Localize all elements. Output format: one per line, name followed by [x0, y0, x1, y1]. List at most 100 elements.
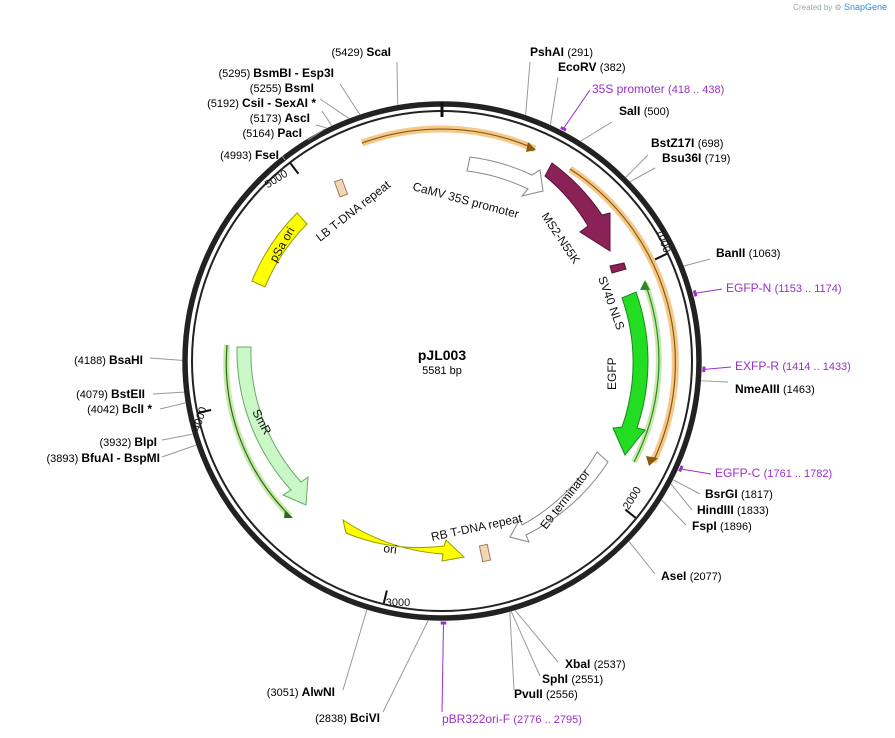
site-pshai-text: PshAI (291) — [530, 45, 593, 59]
site-sali-name: SalI — [619, 104, 644, 118]
feature-psa-ori[interactable] — [251, 212, 308, 288]
site-asei[interactable]: AseI (2077) — [661, 569, 721, 583]
feature-lb-tdna-repeat[interactable] — [333, 178, 349, 198]
label-e9-terminator: E9 terminator — [537, 466, 592, 531]
site-bcivi[interactable]: (2838) BciVI — [315, 711, 380, 725]
leader-sphi — [510, 611, 541, 677]
primer-exfp-r[interactable]: EXFP-R (1414 .. 1433) — [735, 359, 851, 373]
site-csii-name2: SexAI * — [275, 96, 317, 110]
feature-smr[interactable] — [236, 346, 309, 506]
tick-label-1000: 1000 — [653, 227, 673, 254]
site-xbai-name: XbaI — [565, 657, 594, 671]
leader-bsrgi — [673, 479, 701, 495]
site-hindiii-text: HindIII (1833) — [697, 503, 769, 517]
site-bsrgi-text: BsrGI (1817) — [705, 487, 773, 501]
site-asei-text: AseI (2077) — [661, 569, 721, 583]
feature-camv-35s-promoter[interactable] — [466, 156, 544, 197]
site-alwni[interactable]: (3051) AlwNI — [267, 685, 335, 699]
primer-35s-promoter-primer-name: 35S promoter — [592, 82, 668, 96]
svg-text:EGFP-C (1761 .. 1782): EGFP-C (1761 .. 1782) — [715, 466, 832, 480]
site-nmeaiii[interactable]: NmeAIII (1463) — [735, 382, 815, 396]
site-ecorv[interactable]: EcoRV (382) — [558, 60, 625, 74]
site-bsmi[interactable]: (5255) BsmI — [250, 81, 314, 95]
feature-egfp[interactable] — [612, 291, 649, 456]
primer-egfp-c-range: (1761 .. 1782) — [764, 468, 833, 480]
leader-bsahi — [149, 357, 183, 361]
site-scai[interactable]: (5429) ScaI — [331, 45, 391, 59]
site-asci[interactable]: (5173) AscI — [250, 111, 310, 125]
site-hindiii[interactable]: HindIII (1833) — [697, 503, 769, 517]
site-pvuii-text: PvuII (2556) — [514, 687, 578, 701]
primer-35s-promoter-primer[interactable]: 35S promoter (418 .. 438) — [592, 82, 724, 96]
site-bsu36i[interactable]: Bsu36I (719) — [662, 151, 730, 165]
site-asei-position: (2077) — [690, 571, 722, 583]
tick-1000 — [654, 252, 668, 261]
primer-egfp-c[interactable]: EGFP-C (1761 .. 1782) — [715, 466, 832, 480]
primer-leader-35s-promoter-primer — [563, 89, 591, 129]
site-bsmi-text: (5255) BsmI — [250, 81, 314, 95]
site-sphi[interactable]: SphI (2551) — [542, 672, 603, 686]
leader-pshai — [525, 61, 531, 115]
restriction-site-labels: (5429) ScaI (5295) BsmBI - Esp3I(5255) Bs… — [46, 45, 814, 725]
site-bsteii[interactable]: (4079) BstEII — [76, 387, 145, 401]
site-bsmbi-position: (5295) — [218, 68, 253, 80]
site-fspi-name: FspI — [692, 519, 720, 533]
site-bsu36i-position: (719) — [705, 153, 731, 165]
leader-blpi — [161, 433, 193, 441]
label-camv-35s-promoter: CaMV 35S promoter — [411, 179, 520, 221]
tick-label-4000: 4000 — [191, 406, 210, 433]
site-bcli[interactable]: (4042) BclI * — [87, 402, 152, 416]
site-bsmbi-name: BsmBI — [253, 66, 291, 80]
site-paci[interactable]: (5164) PacI — [242, 126, 302, 140]
site-ecorv-text: EcoRV (382) — [558, 60, 625, 74]
site-bsu36i-name: Bsu36I — [662, 151, 705, 165]
orf-arc-right-line — [569, 168, 676, 463]
site-blpi[interactable]: (3932) BlpI — [99, 435, 157, 449]
primer-pbr322ori-f-name: pBR322ori-F — [442, 712, 513, 726]
primer-egfp-n[interactable]: EGFP-N (1153 .. 1174) — [726, 281, 842, 295]
site-fspi[interactable]: FspI (1896) — [692, 519, 752, 533]
site-bsrgi[interactable]: BsrGI (1817) — [705, 487, 773, 501]
site-pshai[interactable]: PshAI (291) — [530, 45, 593, 59]
site-bsahi-text: (4188) BsaHI — [74, 353, 143, 367]
site-xbai[interactable]: XbaI (2537) — [565, 657, 625, 671]
site-scai-position: (5429) — [331, 47, 366, 59]
site-bstz17i-name: BstZ17I — [651, 136, 698, 150]
feature-e9-terminator[interactable] — [509, 451, 609, 543]
site-banii[interactable]: BanII (1063) — [716, 246, 780, 260]
feature-ms2-n55k[interactable] — [544, 162, 611, 252]
primer-marks — [440, 89, 732, 713]
site-sali[interactable]: SalI (500) — [619, 104, 669, 118]
site-pshai-position: (291) — [567, 47, 593, 59]
site-banii-name: BanII — [716, 246, 749, 260]
site-blpi-name: BlpI — [134, 435, 157, 449]
orf-arc-smr-line — [225, 344, 291, 517]
feature-sv40-nls[interactable] — [609, 262, 627, 274]
leader-xbai — [514, 610, 559, 663]
site-sali-position: (500) — [644, 106, 670, 118]
leader-asei — [628, 541, 656, 575]
site-csii[interactable]: (5192) CsiI - SexAI * — [207, 96, 316, 110]
site-fsei[interactable]: (4993) FseI — [220, 148, 279, 162]
primer-exfp-r-range: (1414 .. 1433) — [782, 361, 851, 373]
site-paci-text: (5164) PacI — [242, 126, 302, 140]
primer-pbr322ori-f[interactable]: pBR322ori-F (2776 .. 2795) — [442, 712, 582, 726]
site-bsmbi-text: (5295) BsmBI - Esp3I — [218, 66, 334, 80]
site-pvuii[interactable]: PvuII (2556) — [514, 687, 578, 701]
plasmid-name: pJL003 — [418, 347, 466, 363]
tick-5000 — [289, 162, 300, 175]
leader-ecorv — [549, 76, 559, 125]
feature-ori[interactable] — [342, 518, 466, 562]
primer-leader-egfp-n — [696, 288, 723, 294]
site-bfuai[interactable]: (3893) BfuAI - BspMI — [46, 451, 160, 465]
site-bsmbi[interactable]: (5295) BsmBI - Esp3I — [218, 66, 334, 80]
site-bsahi[interactable]: (4188) BsaHI — [74, 353, 143, 367]
tick-2000 — [624, 508, 637, 519]
site-bstz17i[interactable]: BstZ17I (698) — [651, 136, 723, 150]
feature-rb-tdna-repeat[interactable] — [478, 543, 492, 563]
site-csii-text: (5192) CsiI - SexAI * — [207, 96, 316, 110]
orf-arc-top-line — [361, 128, 536, 150]
leader-bsmi — [319, 98, 349, 119]
leader-nmeaiii — [701, 380, 729, 383]
site-fsei-text: (4993) FseI — [220, 148, 279, 162]
